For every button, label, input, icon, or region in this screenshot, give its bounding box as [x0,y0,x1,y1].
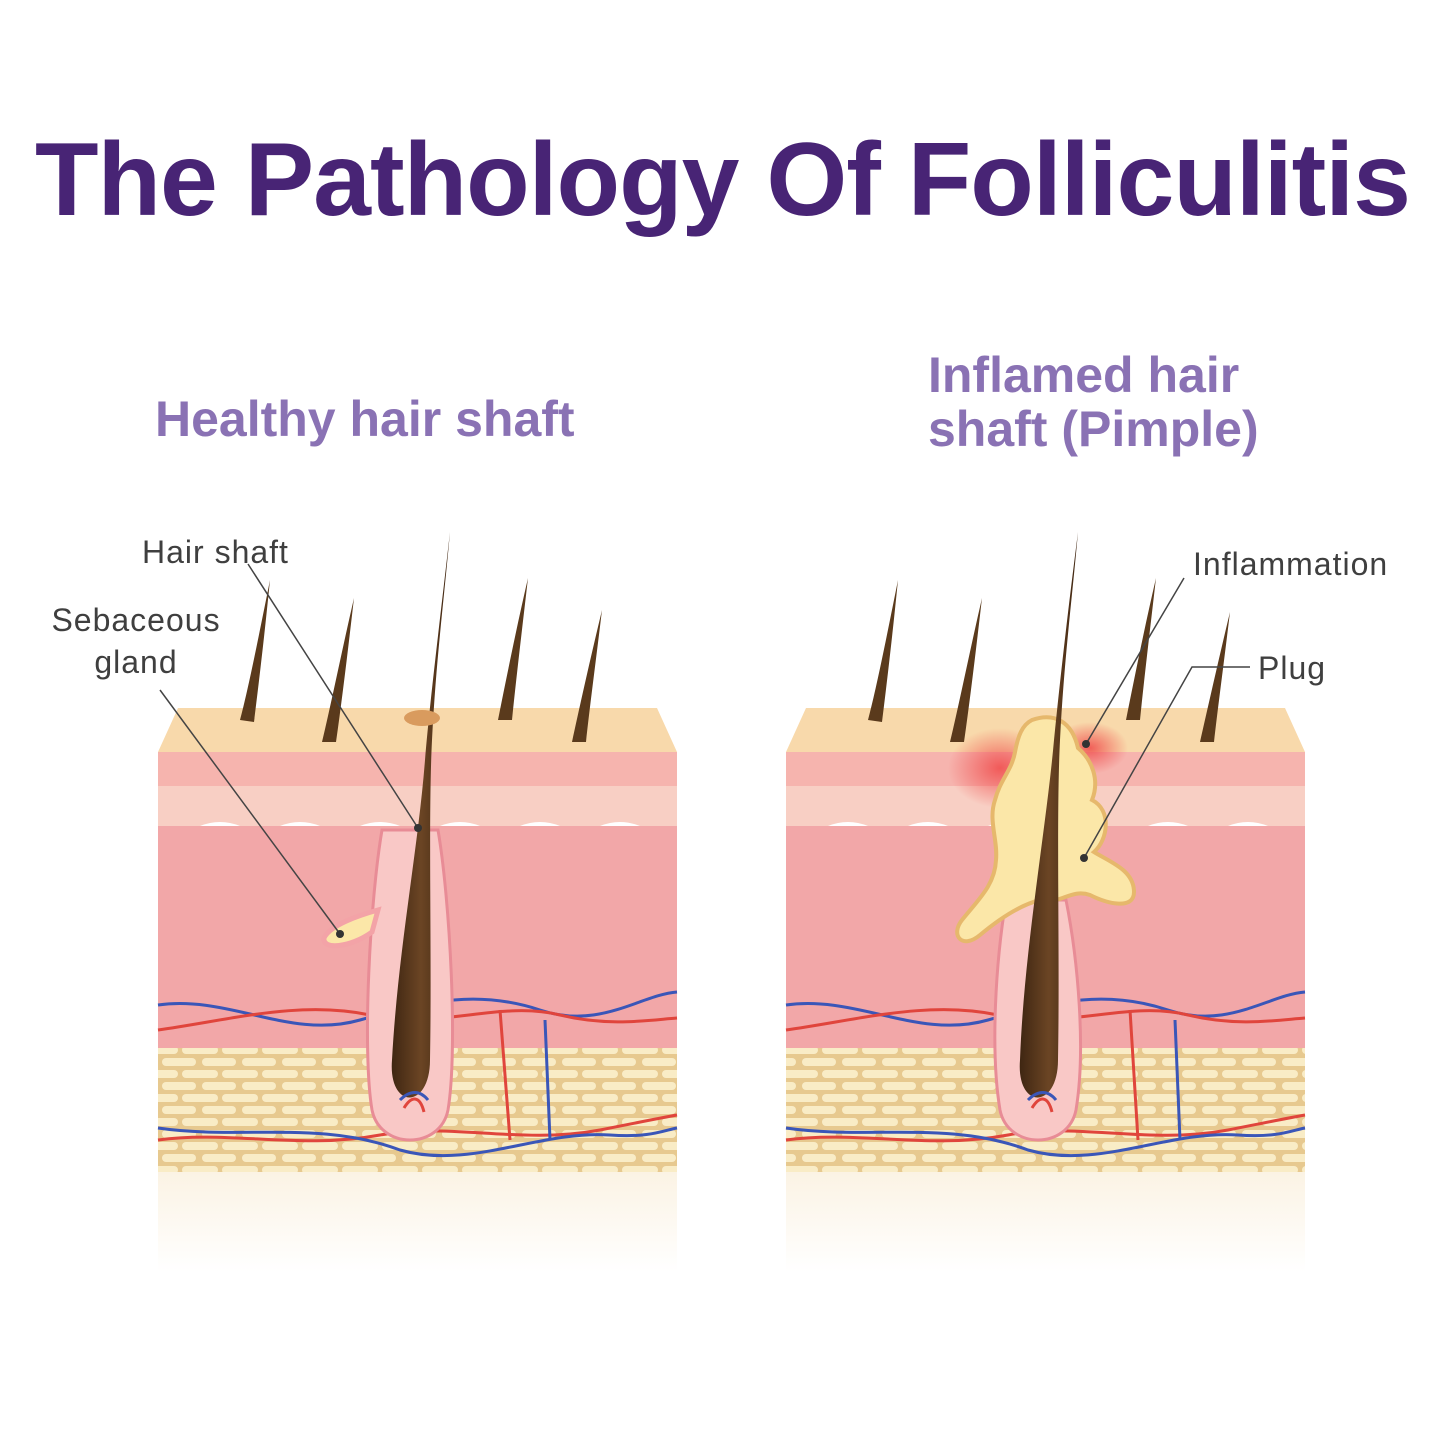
inflamed-panel-title: Inflamed hair shaft (Pimple) [928,348,1259,456]
hair [322,598,354,742]
hair [1126,578,1156,720]
inflammation-leader [1085,577,1185,745]
vein-deep [785,1126,1306,1158]
hair [240,580,270,722]
healthy-panel-title: Healthy hair shaft [155,391,575,447]
plug-leader [1083,666,1250,859]
pore [404,710,440,726]
inflamed-title-line1: Inflamed hair [928,347,1240,403]
hair-shaft-label: Hair shaft [142,534,289,570]
sebaceous-line2: gland [94,643,178,680]
vein-branch [1173,1019,1182,1141]
inflammation-label: Inflammation [1193,546,1389,582]
inflamed-title-line2: shaft (Pimple) [928,401,1259,457]
artery-branch [498,1009,512,1141]
hair-shaft-leader [247,563,419,829]
sebaceous-leader [159,689,341,935]
skin-base [158,1172,677,1272]
artery-branch [1128,1009,1140,1141]
hair [868,580,898,722]
skin-surface [158,708,677,752]
hair [572,610,602,742]
sebaceous-line1: Sebaceous [51,602,221,638]
healthy-skin-block [157,532,678,1272]
hair [1200,612,1230,742]
vein-branch [543,1019,552,1141]
main-hair [391,532,450,1098]
epidermis [158,752,677,786]
artery-deep [785,1113,1306,1143]
main-hair [1019,532,1078,1098]
hair [950,598,982,742]
vein-deep [157,1126,678,1158]
skin-base [786,1172,1305,1272]
sebaceous-gland-label: Sebaceous gland [38,600,234,683]
plug-label: Plug [1258,650,1327,686]
artery-deep [157,1113,678,1143]
hair [498,578,528,720]
inflamed-skin-block [785,532,1306,1272]
page-title: The Pathology Of Folliculitis [34,122,1411,238]
stratum-layer [158,786,677,830]
